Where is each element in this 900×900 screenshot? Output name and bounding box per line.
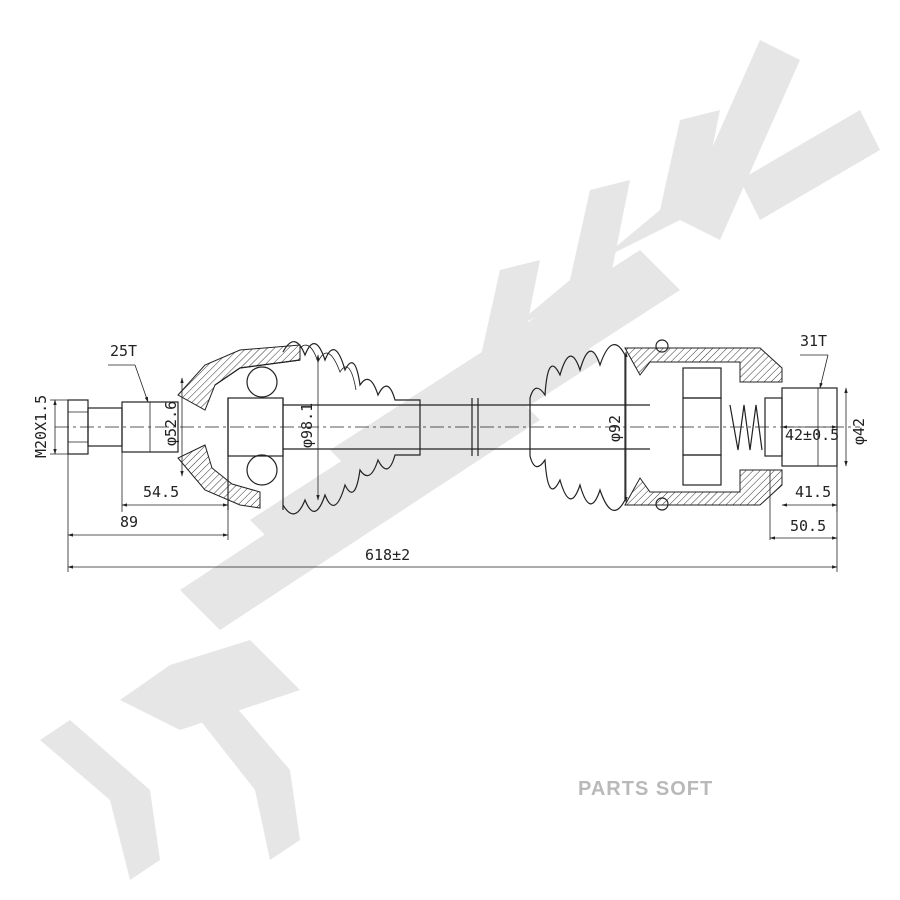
label-dia-52-6: φ52.6 [162, 401, 180, 446]
outer-cv-joint [177, 344, 301, 510]
label-31t: 31T [800, 332, 827, 350]
dimension-lines [50, 351, 848, 572]
label-25t: 25T [110, 342, 137, 360]
label-89: 89 [120, 513, 138, 531]
label-50-5: 50.5 [790, 517, 826, 535]
shaft [283, 398, 650, 456]
label-54-5: 54.5 [143, 483, 179, 501]
parts-soft-watermark: PARTS SOFT [578, 778, 713, 800]
zenniek-watermark-logo [40, 40, 880, 880]
outer-boot [282, 341, 421, 515]
label-dia-42: φ42 [850, 418, 868, 445]
label-42-tol: 42±0.5 [785, 426, 839, 444]
threaded-stub [67, 399, 179, 455]
label-thread: M20X1.5 [32, 395, 50, 458]
label-618: 618±2 [365, 546, 410, 564]
label-dia-98-1: φ98.1 [298, 403, 316, 448]
label-41-5: 41.5 [795, 483, 831, 501]
label-dia-92: φ92 [606, 415, 624, 442]
